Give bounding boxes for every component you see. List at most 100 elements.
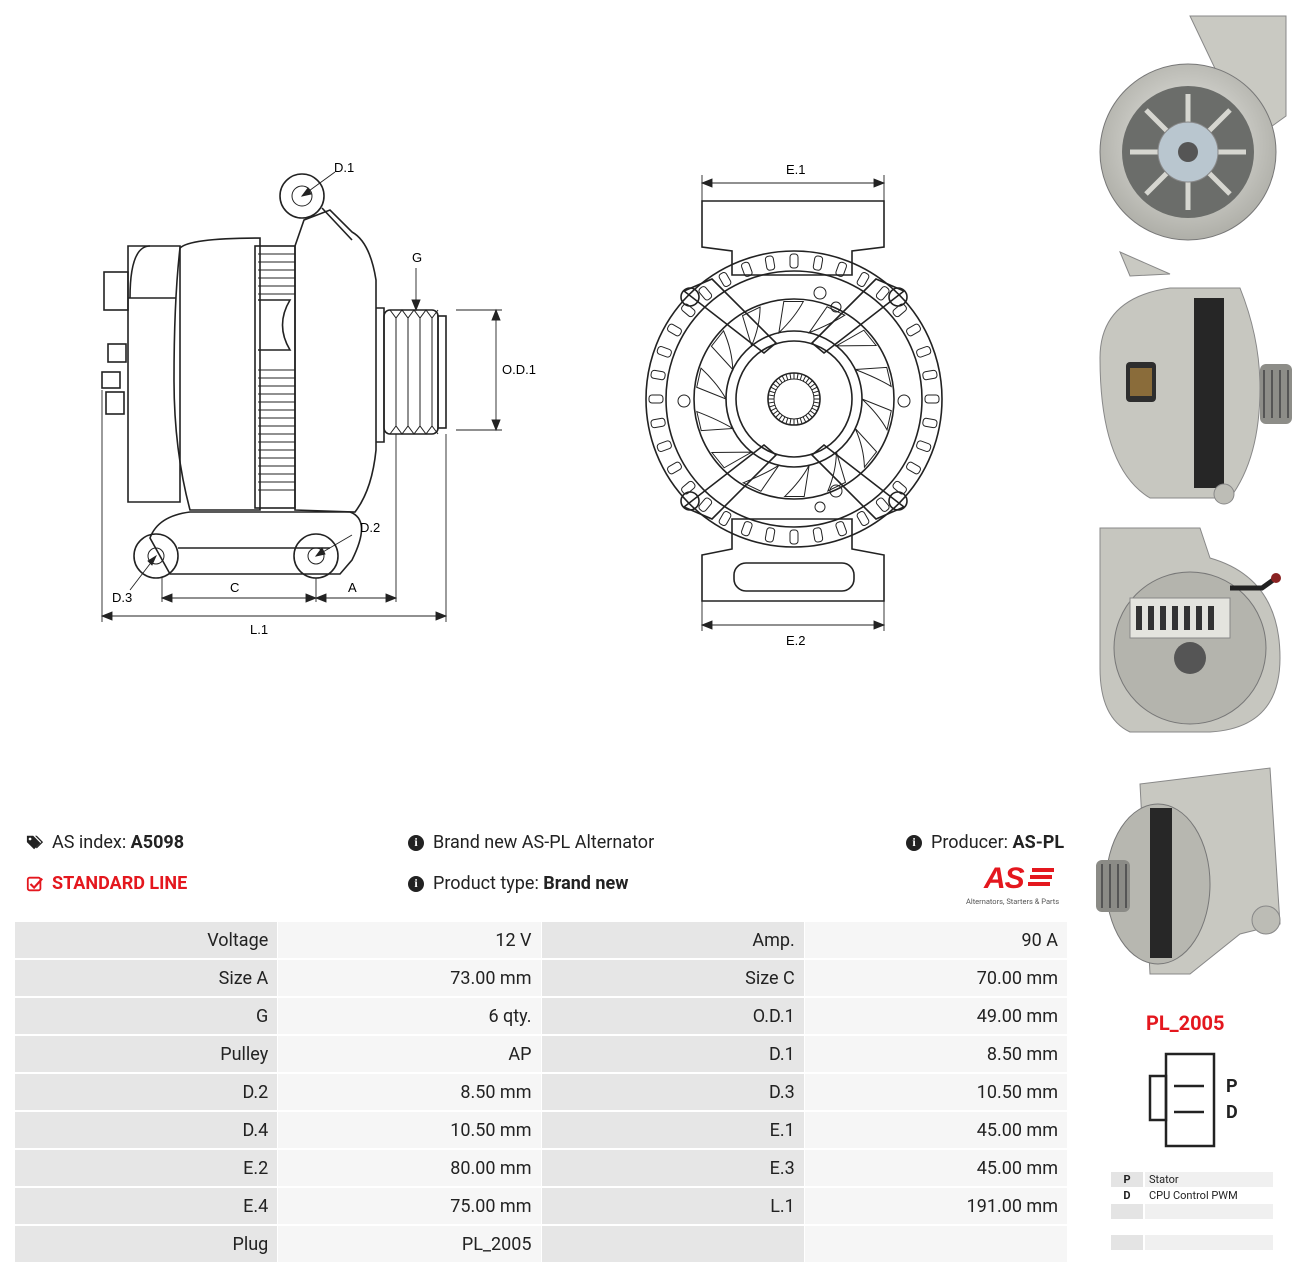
label-g: G [412,250,422,265]
spec-label: Amp. [540,920,805,960]
spec-value: 191.00 mm [803,1186,1069,1226]
spec-value: AP [277,1034,542,1074]
spec-label: L.1 [540,1186,805,1226]
spec-value: 80.00 mm [277,1148,542,1188]
info-icon: i [408,875,424,892]
spec-label: E.2 [13,1148,279,1188]
spec-label: E.4 [13,1186,279,1226]
spec-label: D.4 [13,1110,279,1150]
spec-value: 10.50 mm [277,1110,542,1150]
label-e2: E.2 [786,633,806,648]
spec-label: E.3 [540,1148,805,1188]
label-od1: O.D.1 [502,362,536,377]
spec-value: 6 qty. [277,996,542,1036]
spec-label: Plug [13,1224,279,1263]
as-index-row: AS index: A5098 [26,832,184,853]
spec-value: 12 V [277,920,542,960]
spec-label: D.1 [540,1034,805,1074]
label-l1: L.1 [250,622,268,637]
spec-label: Size A [13,958,279,998]
legend-desc: CPU Control PWM [1145,1188,1273,1203]
spec-value: 70.00 mm [803,958,1069,998]
label-d3: D.3 [112,590,132,605]
legend-desc [1145,1204,1273,1219]
spec-label: Pulley [13,1034,279,1074]
spec-value [803,1224,1069,1263]
producer-label: Producer: [931,832,1009,853]
info-icon: i [906,834,922,851]
description: Brand new AS-PL Alternator [433,832,655,853]
spec-value: PL_2005 [277,1224,542,1263]
product-photo-front [1099,15,1287,277]
label-c: C [230,580,239,595]
spec-value: 8.50 mm [277,1072,542,1112]
spec-label [540,1224,805,1263]
spec-label: D.2 [13,1072,279,1112]
label-e1: E.1 [786,162,806,177]
spec-label: O.D.1 [540,996,805,1036]
product-type-value: Brand new [543,873,629,894]
side-view-drawing: D.1 D.2 D.3 G O.D.1 C A L.1 [100,160,536,637]
product-photo-iso [1096,767,1281,975]
plug-diagram-icon [1148,1052,1216,1148]
legend-key [1111,1235,1143,1250]
as-pl-logo: AS Alternators, Starters & Parts [966,862,1068,908]
legend-key [1111,1204,1143,1219]
spec-value: 49.00 mm [803,996,1069,1036]
producer-row: i Producer: AS-PL [906,832,1064,853]
plug-code: PL_2005 [1146,1011,1225,1035]
as-index-value: A5098 [130,832,185,853]
tags-icon [26,835,44,849]
spec-value: 10.50 mm [803,1072,1069,1112]
spec-value: 45.00 mm [803,1110,1069,1150]
product-photo-rear [1099,527,1281,733]
spec-value: 45.00 mm [803,1148,1069,1188]
plug-pin-d: D [1226,1102,1238,1123]
label-d2: D.2 [360,520,380,535]
spec-value: 73.00 mm [277,958,542,998]
spec-label: D.3 [540,1072,805,1112]
logo-mark: AS [984,862,1025,895]
product-photo-side [1099,287,1292,505]
product-type-label: Product type: [433,873,539,894]
spec-label: Voltage [13,920,279,960]
plug-pin-p: P [1226,1076,1238,1097]
plug-legend-row [1111,1235,1273,1250]
legend-desc: Stator [1145,1172,1273,1187]
spec-value: 90 A [803,920,1069,960]
legend-key: P [1111,1172,1143,1187]
as-index-label: AS index: [52,832,127,853]
label-d1: D.1 [334,160,354,175]
plug-legend-row [1111,1204,1273,1219]
spec-value: 8.50 mm [803,1034,1069,1074]
producer-value: AS-PL [1012,832,1065,853]
description-row: i Brand new AS-PL Alternator [408,832,654,853]
logo-tagline: Alternators, Starters & Parts [966,897,1060,906]
line-label: STANDARD LINE [52,873,188,894]
spec-value: 75.00 mm [277,1186,542,1226]
check-square-icon [26,876,44,891]
spec-label: Size C [540,958,805,998]
spec-label: G [13,996,279,1036]
legend-key: D [1111,1188,1143,1203]
product-type-row: i Product type: Brand new [408,873,628,894]
front-view-drawing: E.1 E.2 [645,162,943,648]
spec-label: E.1 [540,1110,805,1150]
info-icon: i [408,834,424,851]
legend-desc [1145,1235,1273,1250]
label-a: A [348,580,357,595]
line-row: STANDARD LINE [26,873,187,894]
